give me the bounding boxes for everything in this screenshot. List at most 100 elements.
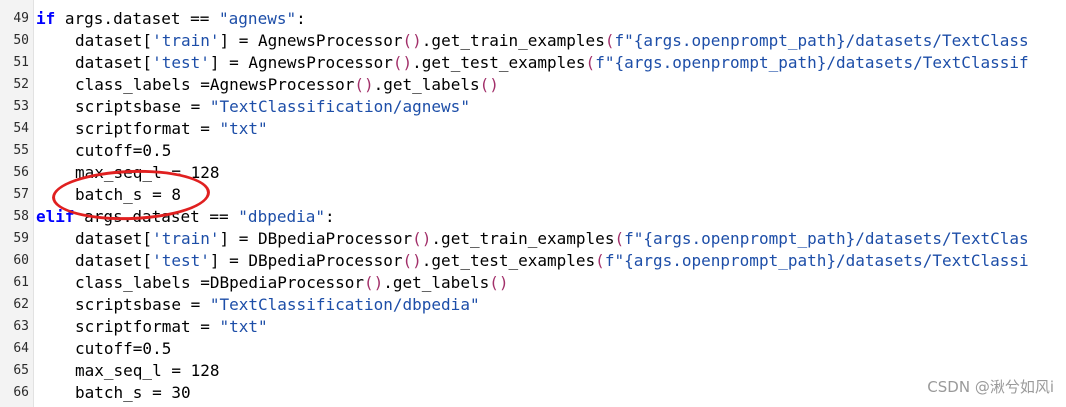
line-number: 56 bbox=[13, 165, 29, 180]
line-number: 64 bbox=[13, 341, 29, 356]
code-token: "TextClassification/agnews" bbox=[209, 97, 470, 116]
code-text[interactable]: scriptformat = "txt" bbox=[36, 118, 268, 140]
code-token: .get_labels bbox=[383, 273, 490, 292]
line-number: 63 bbox=[13, 319, 29, 334]
line-number: 49 bbox=[13, 11, 29, 26]
code-text[interactable]: dataset['train'] = DBpediaProcessor().ge… bbox=[36, 228, 1029, 250]
code-token: ] = AgnewsProcessor bbox=[209, 53, 393, 72]
code-token: ( bbox=[614, 229, 625, 248]
code-text[interactable]: elif args.dataset == "dbpedia": bbox=[36, 206, 335, 228]
line-number: 59 bbox=[13, 231, 29, 246]
code-token: () bbox=[363, 273, 384, 292]
line-number: 62 bbox=[13, 297, 29, 312]
code-token: scriptsbase = bbox=[75, 97, 210, 116]
code-text[interactable]: class_labels =DBpediaProcessor().get_lab… bbox=[36, 272, 508, 294]
code-text[interactable]: batch_s = 30 bbox=[36, 382, 191, 404]
code-token: dataset[ bbox=[75, 251, 153, 270]
code-token: dataset[ bbox=[75, 53, 153, 72]
code-token: "TextClassification/dbpedia" bbox=[209, 295, 480, 314]
line-number: 60 bbox=[13, 253, 29, 268]
line-number: 66 bbox=[13, 385, 29, 400]
code-text[interactable]: max_seq_l = 128 bbox=[36, 162, 220, 184]
code-line[interactable]: 63 scriptformat = "txt" bbox=[0, 316, 1066, 338]
code-line[interactable]: 64 cutoff=0.5 bbox=[0, 338, 1066, 360]
code-token: () bbox=[489, 273, 509, 292]
code-token: cutoff=0.5 bbox=[75, 339, 172, 358]
code-text[interactable]: scriptsbase = "TextClassification/agnews… bbox=[36, 96, 470, 118]
code-token: 'train' bbox=[152, 31, 220, 50]
line-number: 65 bbox=[13, 363, 29, 378]
code-line[interactable]: 56 max_seq_l = 128 bbox=[0, 162, 1066, 184]
code-token: 'test' bbox=[152, 251, 210, 270]
watermark: CSDN @湫兮如风i bbox=[927, 378, 1054, 396]
code-token: f"{args.openprompt_path}/datasets/TextCl… bbox=[614, 31, 1029, 50]
code-token: dataset[ bbox=[75, 229, 153, 248]
code-text[interactable]: dataset['test'] = DBpediaProcessor().get… bbox=[36, 250, 1029, 272]
code-token: class_labels =DBpediaProcessor bbox=[75, 273, 364, 292]
code-token: : bbox=[296, 9, 306, 28]
code-token: f"{args.openprompt_path}/datasets/TextCl… bbox=[604, 251, 1029, 270]
code-token: .get_test_examples bbox=[421, 251, 596, 270]
code-token: args.dataset == bbox=[55, 9, 220, 28]
code-text[interactable]: dataset['test'] = AgnewsProcessor().get_… bbox=[36, 52, 1029, 74]
code-line[interactable]: 57 batch_s = 8 bbox=[0, 184, 1066, 206]
code-line[interactable]: 66 batch_s = 30 bbox=[0, 382, 1066, 404]
code-text[interactable]: scriptformat = "txt" bbox=[36, 316, 268, 338]
code-line[interactable]: 62 scriptsbase = "TextClassification/dbpe… bbox=[0, 294, 1066, 316]
line-number: 61 bbox=[13, 275, 29, 290]
code-line[interactable]: 52 class_labels =AgnewsProcessor().get_la… bbox=[0, 74, 1066, 96]
code-token: 'test' bbox=[152, 53, 210, 72]
code-line[interactable]: 60 dataset['test'] = DBpediaProcessor().g… bbox=[0, 250, 1066, 272]
code-token: .get_train_examples bbox=[431, 229, 615, 248]
code-token: "agnews" bbox=[219, 9, 297, 28]
line-number: 51 bbox=[13, 55, 29, 70]
code-token: batch_s = 30 bbox=[75, 383, 191, 402]
code-token: max_seq_l = 128 bbox=[75, 163, 220, 182]
code-token: .get_test_examples bbox=[412, 53, 586, 72]
code-token: scriptformat = bbox=[75, 317, 220, 336]
code-token: : bbox=[325, 207, 335, 226]
line-number: 53 bbox=[13, 99, 29, 114]
code-token: () bbox=[392, 53, 413, 72]
code-token: cutoff=0.5 bbox=[75, 141, 172, 160]
code-text[interactable]: scriptsbase = "TextClassification/dbpedi… bbox=[36, 294, 480, 316]
code-token: () bbox=[402, 31, 422, 50]
code-text[interactable]: cutoff=0.5 bbox=[36, 338, 171, 360]
code-line[interactable]: 53 scriptsbase = "TextClassification/agne… bbox=[0, 96, 1066, 118]
code-line[interactable]: 58 elif args.dataset == "dbpedia": bbox=[0, 206, 1066, 228]
code-text[interactable]: dataset['train'] = AgnewsProcessor().get… bbox=[36, 30, 1029, 52]
code-text[interactable]: if args.dataset == "agnews": bbox=[36, 8, 306, 30]
code-text[interactable]: batch_s = 8 bbox=[36, 184, 181, 206]
code-token: "txt" bbox=[219, 119, 268, 138]
code-token: ] = DBpediaProcessor bbox=[219, 229, 413, 248]
code-token: class_labels =AgnewsProcessor bbox=[75, 75, 355, 94]
line-number: 55 bbox=[13, 143, 29, 158]
code-token: "dbpedia" bbox=[238, 207, 325, 226]
line-number: 57 bbox=[13, 187, 29, 202]
line-number: 58 bbox=[13, 209, 29, 224]
line-number-gutter bbox=[0, 0, 34, 407]
code-text[interactable]: class_labels =AgnewsProcessor().get_labe… bbox=[36, 74, 499, 96]
code-token: () bbox=[354, 75, 374, 94]
code-text[interactable]: max_seq_l = 128 bbox=[36, 360, 220, 382]
code-token: () bbox=[412, 229, 432, 248]
code-token: ( bbox=[604, 31, 615, 50]
code-token: scriptsbase = bbox=[75, 295, 210, 314]
code-token: .get_labels bbox=[373, 75, 480, 94]
code-line[interactable]: 55 cutoff=0.5 bbox=[0, 140, 1066, 162]
code-text[interactable]: cutoff=0.5 bbox=[36, 140, 171, 162]
code-token: ( bbox=[585, 53, 596, 72]
code-line[interactable]: 51 dataset['test'] = AgnewsProcessor().ge… bbox=[0, 52, 1066, 74]
code-token: f"{args.openprompt_path}/datasets/TextCl… bbox=[624, 229, 1029, 248]
line-number: 52 bbox=[13, 77, 29, 92]
code-token: elif bbox=[36, 207, 75, 226]
code-token: dataset[ bbox=[75, 31, 153, 50]
code-line[interactable]: 49 if args.dataset == "agnews": bbox=[0, 8, 1066, 30]
code-line[interactable]: 65 max_seq_l = 128 bbox=[0, 360, 1066, 382]
